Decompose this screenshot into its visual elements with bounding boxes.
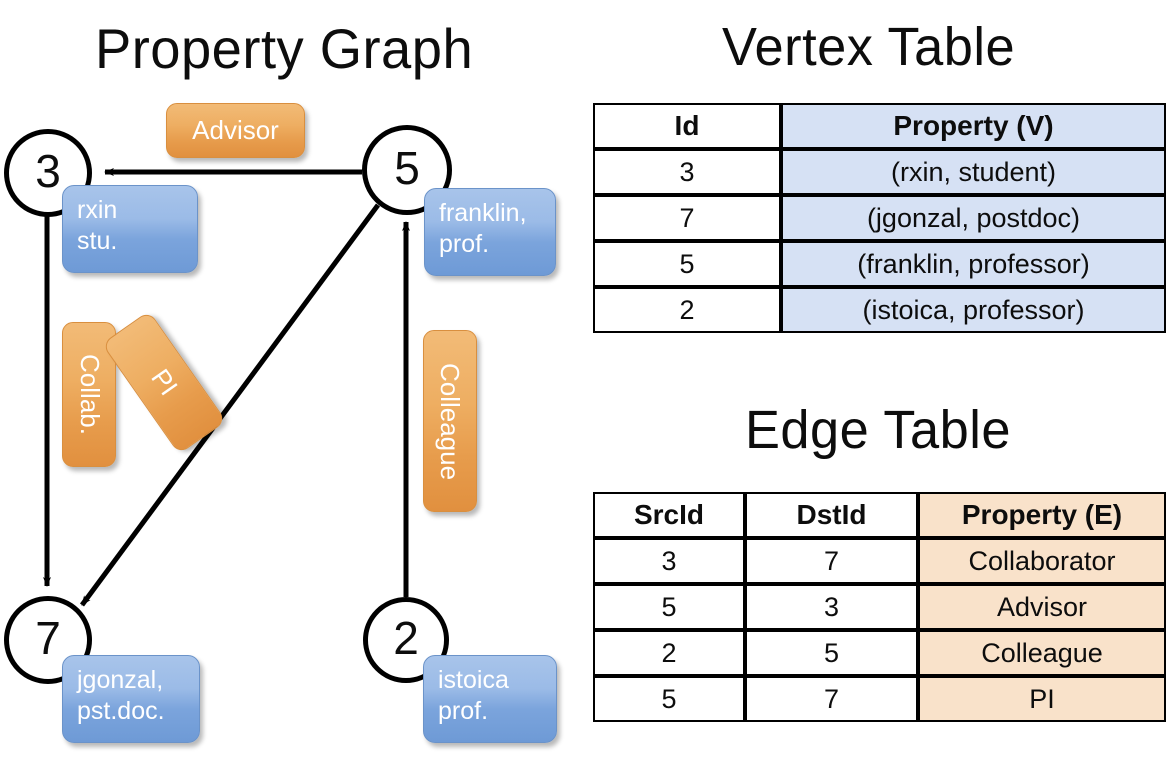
edge-table-cell-dstid: 7 (745, 676, 918, 722)
table-row: 2 (istoica, professor) (593, 287, 1166, 333)
vertex-node-5-label: 5 (394, 142, 420, 194)
table-row: 5 3 Advisor (593, 584, 1166, 630)
vertex-property-3-line1: rxin (77, 196, 118, 224)
edge-table-cell-property: PI (918, 676, 1166, 722)
edge-table-cell-srcid: 5 (593, 584, 745, 630)
vertex-table-cell-property: (franklin, professor) (781, 241, 1166, 287)
table-row: 2 5 Colleague (593, 630, 1166, 676)
vertex-property-box-7[interactable]: jgonzal, pst.doc. (62, 655, 200, 743)
edge-label-colleague[interactable]: Colleague (423, 330, 477, 512)
edge-table: SrcId DstId Property (E) 3 7 Collaborato… (593, 492, 1166, 722)
vertex-table-cell-id: 3 (593, 149, 781, 195)
table-row: 5 7 PI (593, 676, 1166, 722)
vertex-table-cell-id: 7 (593, 195, 781, 241)
graph-edges (43, 168, 410, 607)
vertex-property-7-line1: jgonzal, (77, 666, 164, 694)
edge-table-header-dstid: DstId (745, 492, 918, 538)
edge-table-cell-srcid: 2 (593, 630, 745, 676)
vertex-property-5-line1: franklin, (439, 199, 527, 227)
vertex-node-2[interactable]: 2 (363, 597, 449, 683)
table-row: 3 7 Collaborator (593, 538, 1166, 584)
edge-label-colleague-text: Colleague (435, 362, 466, 480)
page-title-edge-table: Edge Table (745, 400, 1012, 460)
vertex-property-7-line2: pst.doc. (77, 696, 165, 725)
vertex-table-header-row: Id Property (V) (593, 103, 1166, 149)
edge-table-cell-dstid: 7 (745, 538, 918, 584)
edge-table-header-row: SrcId DstId Property (E) (593, 492, 1166, 538)
edge-label-pi-text: PI (145, 363, 184, 401)
vertex-property-box-2[interactable]: istoica prof. (423, 655, 557, 743)
vertex-property-box-3[interactable]: rxin stu. (62, 185, 198, 273)
edge-table-cell-property: Advisor (918, 584, 1166, 630)
edge-table-cell-dstid: 5 (745, 630, 918, 676)
vertex-table-cell-id: 2 (593, 287, 781, 333)
edge-label-advisor-text: Advisor (192, 115, 279, 145)
edge-table-header-srcid: SrcId (593, 492, 745, 538)
edge-table-cell-property: Collaborator (918, 538, 1166, 584)
edge-table-cell-srcid: 3 (593, 538, 745, 584)
vertex-node-5[interactable]: 5 (362, 125, 452, 215)
vertex-property-5-line2: prof. (439, 229, 490, 258)
table-row: 3 (rxin, student) (593, 149, 1166, 195)
vertex-property-2-line2: prof. (438, 696, 489, 725)
table-row: 5 (franklin, professor) (593, 241, 1166, 287)
edge-table-header-property: Property (E) (918, 492, 1166, 538)
vertex-table-cell-property: (rxin, student) (781, 149, 1166, 195)
vertex-property-3-line2: stu. (77, 226, 118, 255)
vertex-node-2-label: 2 (393, 612, 419, 664)
edge-table-cell-property: Colleague (918, 630, 1166, 676)
vertex-property-2-line1: istoica (438, 666, 509, 694)
vertex-node-3-label: 3 (35, 145, 61, 197)
edge-label-advisor[interactable]: Advisor (166, 103, 305, 158)
vertex-table-cell-property: (istoica, professor) (781, 287, 1166, 333)
edge-label-collab-text: Collab. (74, 354, 105, 435)
vertex-table-header-property: Property (V) (781, 103, 1166, 149)
edge-pi-5-to-7 (79, 203, 381, 607)
page-title-vertex-table: Vertex Table (722, 17, 1016, 77)
vertex-table: Id Property (V) 3 (rxin, student) 7 (jgo… (593, 103, 1166, 333)
vertex-property-box-5[interactable]: franklin, prof. (424, 188, 556, 276)
page-title-property-graph: Property Graph (95, 17, 474, 80)
vertex-node-7-label: 7 (35, 612, 61, 664)
vertex-table-cell-property: (jgonzal, postdoc) (781, 195, 1166, 241)
table-row: 7 (jgonzal, postdoc) (593, 195, 1166, 241)
edge-table-cell-srcid: 5 (593, 676, 745, 722)
vertex-table-cell-id: 5 (593, 241, 781, 287)
edge-table-cell-dstid: 3 (745, 584, 918, 630)
vertex-table-header-id: Id (593, 103, 781, 149)
